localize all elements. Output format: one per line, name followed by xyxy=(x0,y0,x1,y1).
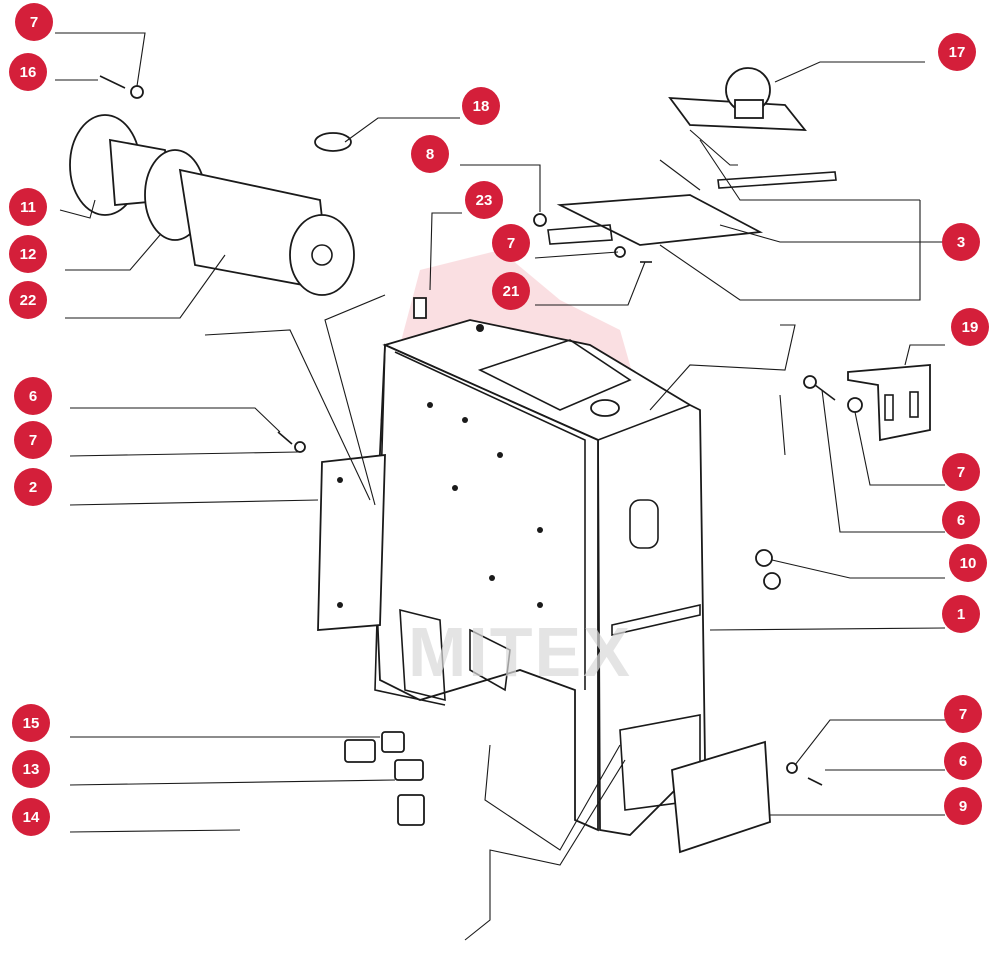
callout-9[interactable]: 9 xyxy=(944,787,982,825)
callout-6[interactable]: 6 xyxy=(942,501,980,539)
air-filter-assembly xyxy=(69,114,355,296)
callout-16[interactable]: 16 xyxy=(9,53,47,91)
callout-7[interactable]: 7 xyxy=(492,224,530,262)
callout-7[interactable]: 7 xyxy=(15,3,53,41)
clip-bracket xyxy=(847,364,931,442)
callout-17[interactable]: 17 xyxy=(938,33,976,71)
callout-7[interactable]: 7 xyxy=(942,453,980,491)
callout-23[interactable]: 23 xyxy=(465,181,503,219)
callout-12[interactable]: 12 xyxy=(9,235,47,273)
fasteners xyxy=(99,75,863,786)
side-panel xyxy=(317,453,386,631)
mounting-plate xyxy=(547,67,837,246)
callout-21[interactable]: 21 xyxy=(492,272,530,310)
cover-plate xyxy=(671,740,771,854)
callout-13[interactable]: 13 xyxy=(12,750,50,788)
callout-22[interactable]: 22 xyxy=(9,281,47,319)
callout-2[interactable]: 2 xyxy=(14,468,52,506)
filler-cap xyxy=(314,132,352,152)
leader-lines xyxy=(55,32,946,941)
callout-14[interactable]: 14 xyxy=(12,798,50,836)
callout-6[interactable]: 6 xyxy=(944,742,982,780)
callout-19[interactable]: 19 xyxy=(951,308,989,346)
callout-10[interactable]: 10 xyxy=(949,544,987,582)
callout-7[interactable]: 7 xyxy=(944,695,982,733)
callout-8[interactable]: 8 xyxy=(411,135,449,173)
callout-1[interactable]: 1 xyxy=(942,595,980,633)
hose-assembly xyxy=(241,731,425,925)
callout-11[interactable]: 11 xyxy=(9,188,47,226)
watermark-text: MITEX xyxy=(408,613,632,691)
main-housing xyxy=(374,319,706,836)
callout-3[interactable]: 3 xyxy=(942,223,980,261)
callout-6[interactable]: 6 xyxy=(14,377,52,415)
callout-18[interactable]: 18 xyxy=(462,87,500,125)
callout-7[interactable]: 7 xyxy=(14,421,52,459)
callout-15[interactable]: 15 xyxy=(12,704,50,742)
